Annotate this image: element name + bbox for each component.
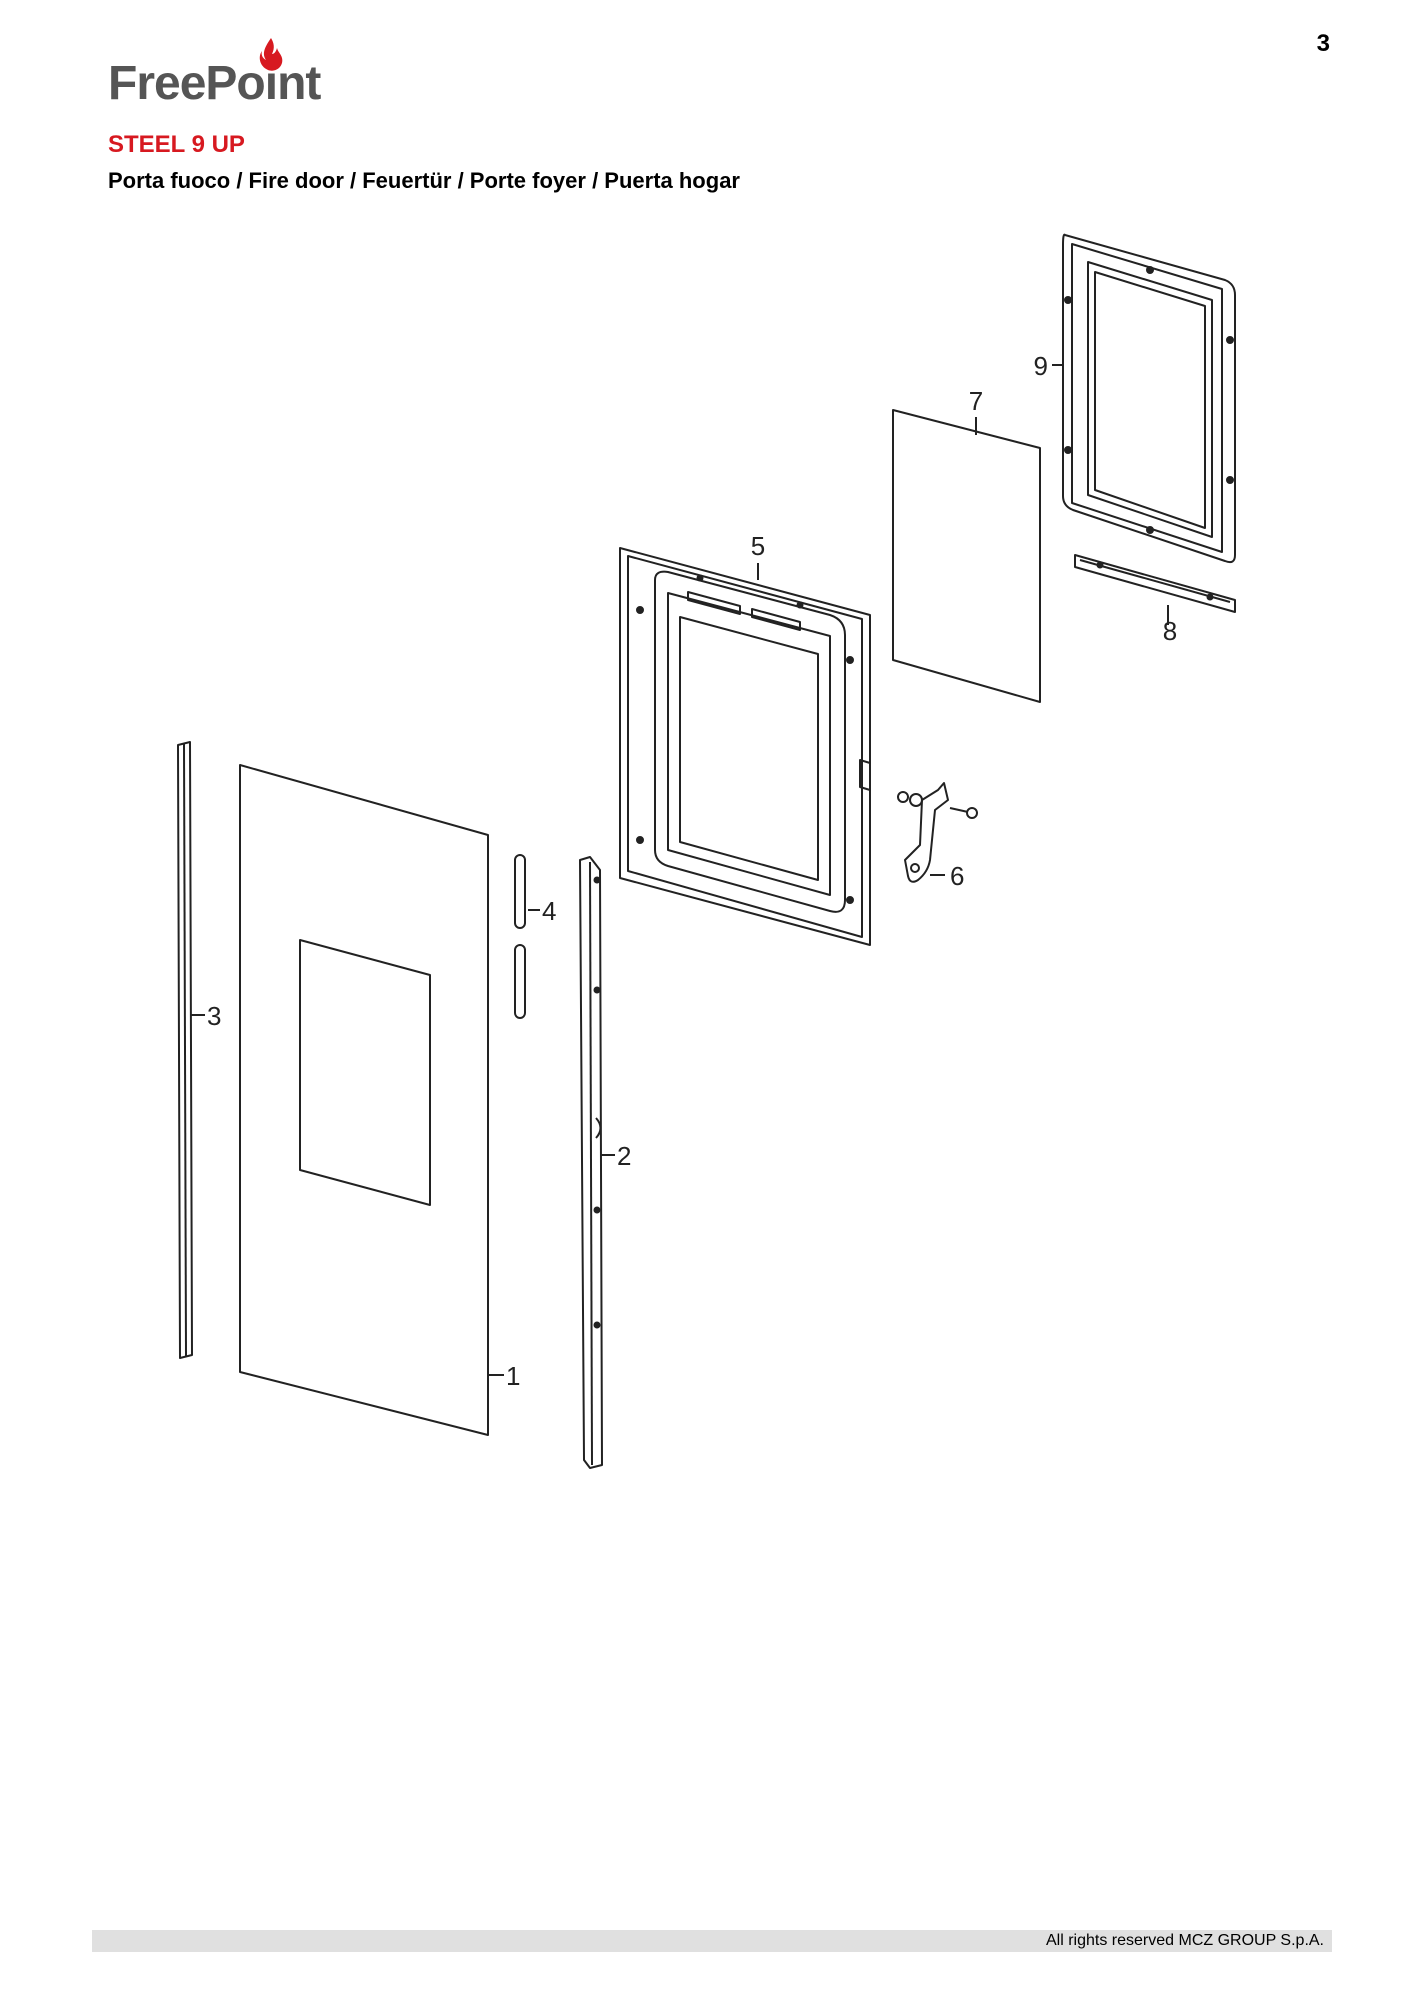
- callout-6: 6: [950, 861, 964, 891]
- part-5-inner-door: [619, 547, 871, 946]
- exploded-view-drawing: 9 7 8 5 6 4 3 2 1: [177, 233, 1236, 1469]
- part-8-bar: [1074, 554, 1236, 613]
- page-number: 3: [1316, 30, 1330, 57]
- callout-5: 5: [751, 531, 765, 561]
- part-3-strip: [177, 741, 193, 1359]
- part-2-rail: [579, 856, 603, 1469]
- model-title: STEEL 9 UP: [108, 131, 245, 158]
- flame-icon: [259, 38, 283, 71]
- part-1-door-panel: [239, 764, 489, 1436]
- callout-9: 9: [1034, 351, 1048, 381]
- logo-text: FreePoint: [108, 57, 321, 110]
- part-7-glass: [892, 409, 1041, 703]
- brand-logo: FreePoint: [108, 36, 338, 110]
- part-4-pins: [514, 854, 526, 1019]
- callout-7: 7: [969, 386, 983, 416]
- footer-copyright: All rights reserved MCZ GROUP S.p.A.: [1046, 1932, 1324, 1949]
- callout-8: 8: [1163, 616, 1177, 646]
- callout-4: 4: [542, 896, 556, 926]
- callout-2: 2: [617, 1141, 631, 1171]
- callout-3: 3: [207, 1001, 221, 1031]
- page-subtitle: Porta fuoco / Fire door / Feuertür / Por…: [108, 168, 740, 193]
- callout-1: 1: [506, 1361, 520, 1391]
- part-9-frame: [1062, 233, 1236, 564]
- footer-bar: All rights reserved MCZ GROUP S.p.A.: [92, 1930, 1332, 1952]
- part-6-bracket: [897, 782, 978, 883]
